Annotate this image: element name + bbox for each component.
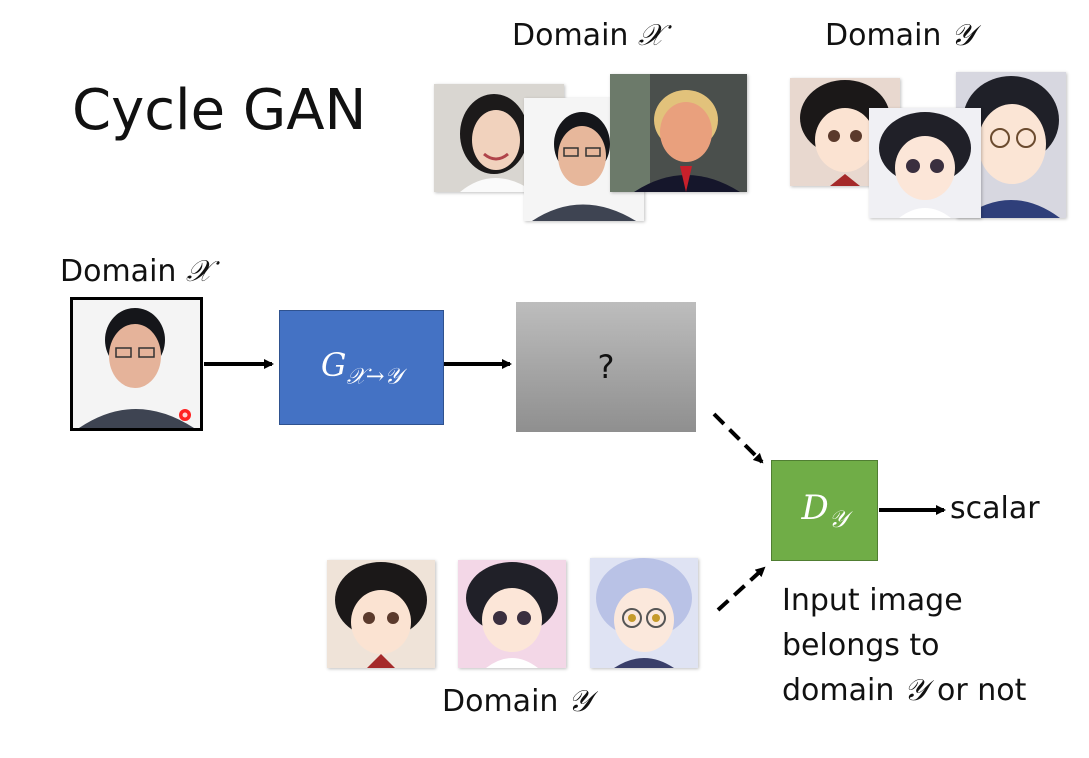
generated-output-box: ? [516, 302, 696, 432]
dashed-arrow-output-to-discriminator [712, 412, 764, 464]
discriminator-symbol: D𝒴 [802, 488, 848, 533]
discriminator-description: Input image belongs to domain 𝒴 or not [782, 578, 1026, 713]
top-domain-x-label: Domain 𝒳 [512, 18, 664, 53]
generator-symbol: G𝒳→𝒴 [321, 346, 402, 389]
anime-photo-3 [869, 108, 981, 218]
description-line-3-post: or not [936, 673, 1027, 708]
description-line-2: belongs to [782, 628, 940, 663]
domain-y-sample-2 [458, 560, 566, 668]
top-domain-x-symbol: 𝒳 [637, 18, 664, 53]
dashed-arrow-domain-y-to-discriminator [716, 566, 766, 612]
input-domain-x-label: Domain 𝒳 [60, 254, 212, 289]
top-domain-y-symbol: 𝒴 [950, 18, 975, 53]
description-line-3-symbol: 𝒴 [903, 673, 928, 708]
top-domain-y-label: Domain 𝒴 [825, 18, 975, 53]
top-domain-x-word: Domain [512, 18, 629, 53]
bottom-domain-y-symbol: 𝒴 [567, 684, 592, 719]
discriminator-box: D𝒴 [771, 460, 878, 561]
bottom-domain-y-word: Domain [442, 684, 559, 719]
domain-y-sample-3 [590, 558, 698, 668]
description-line-1: Input image [782, 583, 963, 618]
generated-output-placeholder: ? [597, 348, 615, 386]
bottom-domain-y-label: Domain 𝒴 [442, 684, 592, 719]
input-domain-x-word: Domain [60, 254, 177, 289]
real-face-photo-3 [610, 74, 747, 192]
description-line-3: domain 𝒴 or not [782, 668, 1026, 713]
slide-title: Cycle GAN [72, 78, 367, 143]
scalar-output-label: scalar [950, 491, 1040, 526]
top-domain-y-word: Domain [825, 18, 942, 53]
domain-y-sample-1 [327, 560, 435, 668]
discriminator-subscript: 𝒴 [828, 504, 848, 533]
discriminator-letter: D [801, 488, 829, 529]
input-face-photo [70, 297, 203, 431]
generator-box: G𝒳→𝒴 [279, 310, 444, 425]
generator-letter: G [320, 345, 347, 384]
description-line-3-pre: domain [782, 673, 895, 708]
input-domain-x-symbol: 𝒳 [185, 254, 212, 289]
generator-subscript: 𝒳→𝒴 [346, 363, 403, 390]
